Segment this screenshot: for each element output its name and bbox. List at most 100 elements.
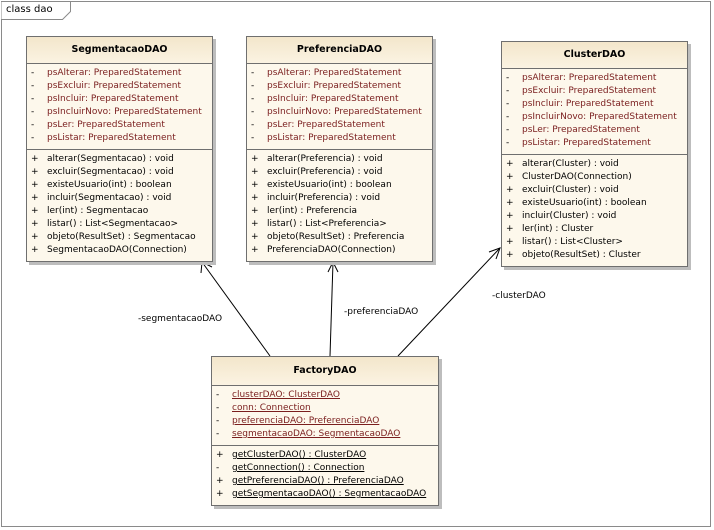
operation-row: +incluir(Preferencia) : void — [247, 192, 432, 205]
attribute-text: psExcluir: PreparedStatement — [267, 81, 401, 91]
attribute-text: psIncluir: PreparedStatement — [522, 99, 654, 109]
class-clusterdao[interactable]: ClusterDAO -psAlterar: PreparedStatement… — [501, 41, 688, 267]
class-name: SegmentacaoDAO — [27, 37, 212, 64]
attribute-text: psListar: PreparedStatement — [522, 138, 651, 148]
visibility-marker: + — [251, 193, 259, 203]
operation-text: incluir(Cluster) : void — [522, 211, 617, 221]
class-factorydao[interactable]: FactoryDAO -clusterDAO: ClusterDAO-conn:… — [211, 356, 439, 506]
attribute-row: -segmentacaoDAO: SegmentacaoDAO — [212, 428, 438, 441]
class-preferenciadao[interactable]: PreferenciaDAO - psAlterar: PreparedState… — [246, 36, 433, 262]
visibility-marker: + — [506, 250, 514, 260]
operation-row: +incluir(Cluster) : void — [502, 210, 687, 223]
operation-text: getPreferenciaDAO() : PreferenciaDAO — [232, 476, 404, 486]
visibility-marker: + — [31, 219, 39, 229]
visibility-marker: - — [251, 107, 255, 117]
attribute-text: psIncluir: PreparedStatement — [47, 94, 179, 104]
visibility-marker: - — [251, 81, 255, 91]
visibility-marker: + — [31, 154, 39, 164]
visibility-marker: - — [31, 107, 35, 117]
visibility-marker: + — [251, 245, 259, 255]
visibility-marker: + — [506, 185, 514, 195]
attribute-row: - psExcluir: PreparedStatement — [247, 80, 432, 93]
visibility-marker: + — [31, 167, 39, 177]
attribute-text: psIncluirNovo: PreparedStatement — [267, 107, 422, 117]
operation-text: PreferenciaDAO(Connection) — [267, 245, 396, 255]
visibility-marker: - — [506, 138, 510, 148]
attribute-row: -psExcluir: PreparedStatement — [27, 80, 212, 93]
operation-row: +alterar(Preferencia) : void — [247, 153, 432, 166]
operation-row: +excluir(Cluster) : void — [502, 184, 687, 197]
operations-compartment: +alterar(Segmentacao) : void+excluir(Seg… — [27, 150, 212, 261]
operation-text: listar() : List<Segmentacao> — [47, 219, 179, 229]
association-label-preferencia: -preferenciaDAO — [344, 307, 419, 317]
operation-row: +getSegmentacaoDAO() : SegmentacaoDAO — [212, 488, 438, 501]
operation-row: +existeUsuario(int) : boolean — [502, 197, 687, 210]
attribute-text: psAlterar: PreparedStatement — [267, 68, 402, 78]
attribute-row: -psIncluir: PreparedStatement — [502, 98, 687, 111]
diagram-frame-tab: class dao — [1, 1, 71, 20]
class-name: PreferenciaDAO — [247, 37, 432, 64]
visibility-marker: + — [506, 198, 514, 208]
operations-compartment: +getClusterDAO() : ClusterDAO-getConnect… — [212, 446, 438, 505]
visibility-marker: + — [506, 159, 514, 169]
attribute-text: psListar: PreparedStatement — [47, 133, 176, 143]
visibility-marker: + — [251, 219, 259, 229]
visibility-marker: + — [251, 180, 259, 190]
visibility-marker: + — [251, 167, 259, 177]
attributes-compartment: - psAlterar: PreparedStatement - psExcluir:… — [247, 64, 432, 150]
operation-row: + objeto(ResultSet) : Segmentacao — [27, 231, 212, 244]
operation-text: existeUsuario(int) : boolean — [47, 180, 172, 190]
association-label-cluster: -clusterDAO — [492, 291, 546, 301]
attribute-row: -psIncluir: PreparedStatement — [247, 93, 432, 106]
operation-text: alterar(Cluster) : void — [522, 159, 619, 169]
operation-text: objeto(ResultSet) : Segmentacao — [47, 232, 196, 242]
attribute-row: - psListar: PreparedStatement — [502, 137, 687, 150]
attribute-row: -psListar: PreparedStatement — [247, 132, 432, 145]
visibility-marker: + — [31, 245, 39, 255]
attributes-compartment: -psAlterar: PreparedStatement-psExcluir:… — [27, 64, 212, 150]
attribute-text: segmentacaoDAO: SegmentacaoDAO — [232, 429, 401, 439]
operation-text: listar() : List<Cluster> — [522, 237, 623, 247]
operation-row: + PreferenciaDAO(Connection) — [247, 244, 432, 257]
operation-row: + listar() : List<Segmentacao> — [27, 218, 212, 231]
operations-compartment: + alterar(Cluster) : void +ClusterDAO(Conn… — [502, 155, 687, 266]
attribute-text: psLer: PreparedStatement — [47, 120, 165, 130]
operation-row: +getClusterDAO() : ClusterDAO — [212, 449, 438, 462]
attribute-text: psLer: PreparedStatement — [522, 125, 640, 135]
attributes-compartment: -clusterDAO: ClusterDAO-conn: Connection… — [212, 386, 438, 446]
visibility-marker: - — [506, 125, 510, 135]
visibility-marker: - — [251, 133, 255, 143]
visibility-marker: - — [506, 86, 510, 96]
diagram-frame-label: class dao — [6, 4, 53, 15]
visibility-marker: + — [31, 193, 39, 203]
operation-row: -getConnection() : Connection — [212, 462, 438, 475]
visibility-marker: - — [251, 120, 255, 130]
attribute-text: clusterDAO: ClusterDAO — [232, 390, 340, 400]
operation-row: +ler(int) : Preferencia — [247, 205, 432, 218]
attribute-row: -psListar: PreparedStatement — [27, 132, 212, 145]
operation-row: +objeto(ResultSet) : Preferencia — [247, 231, 432, 244]
visibility-marker: + — [31, 206, 39, 216]
operation-row: +ClusterDAO(Connection) — [502, 171, 687, 184]
operation-text: getSegmentacaoDAO() : SegmentacaoDAO — [232, 489, 427, 499]
visibility-marker: + — [251, 232, 259, 242]
visibility-marker: + — [506, 237, 514, 247]
class-segmentacaodao[interactable]: SegmentacaoDAO -psAlterar: PreparedState… — [26, 36, 213, 262]
visibility-marker: - — [216, 403, 220, 413]
visibility-marker: + — [506, 172, 514, 182]
attribute-text: psLer: PreparedStatement — [267, 120, 385, 130]
visibility-marker: - — [251, 94, 255, 104]
operation-text: ler(int) : Preferencia — [267, 206, 357, 216]
operation-row: +objeto(ResultSet) : Cluster — [502, 249, 687, 262]
operation-text: ler(int) : Segmentacao — [47, 206, 149, 216]
operation-row: +listar() : List<Preferencia> — [247, 218, 432, 231]
operation-text: ler(int) : Cluster — [522, 224, 594, 234]
visibility-marker: - — [506, 112, 510, 122]
operation-text: incluir(Segmentacao) : void — [47, 193, 172, 203]
visibility-marker: + — [31, 232, 39, 242]
attribute-text: conn: Connection — [232, 403, 311, 413]
attribute-row: -psExcluir: PreparedStatement — [502, 85, 687, 98]
